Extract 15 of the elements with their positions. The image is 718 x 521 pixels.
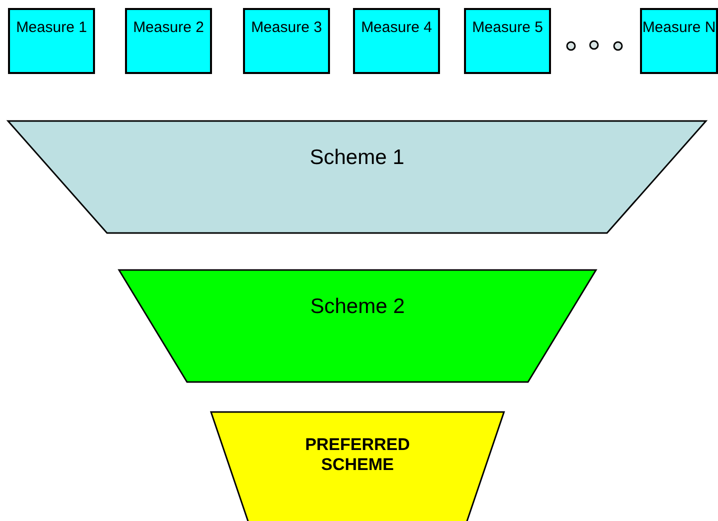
box-label: Measure 4 xyxy=(360,18,433,37)
measure-box xyxy=(8,8,95,74)
stage-label: Scheme 1 xyxy=(308,145,406,170)
stage-label: Scheme 2 xyxy=(309,294,406,320)
box-label: Measure 2 xyxy=(132,18,205,37)
box-label: Measure 3 xyxy=(250,18,323,37)
measure-box xyxy=(640,8,718,74)
measure-box xyxy=(243,8,330,74)
box-label: Measure 1 xyxy=(15,18,88,37)
measure-box xyxy=(353,8,440,74)
box-label: Measure N xyxy=(642,18,716,37)
box-label: Measure 5 xyxy=(471,18,544,37)
stage-label: PREFERRED SCHEME xyxy=(304,435,411,476)
measure-box xyxy=(464,8,551,74)
measure-box xyxy=(125,8,212,74)
